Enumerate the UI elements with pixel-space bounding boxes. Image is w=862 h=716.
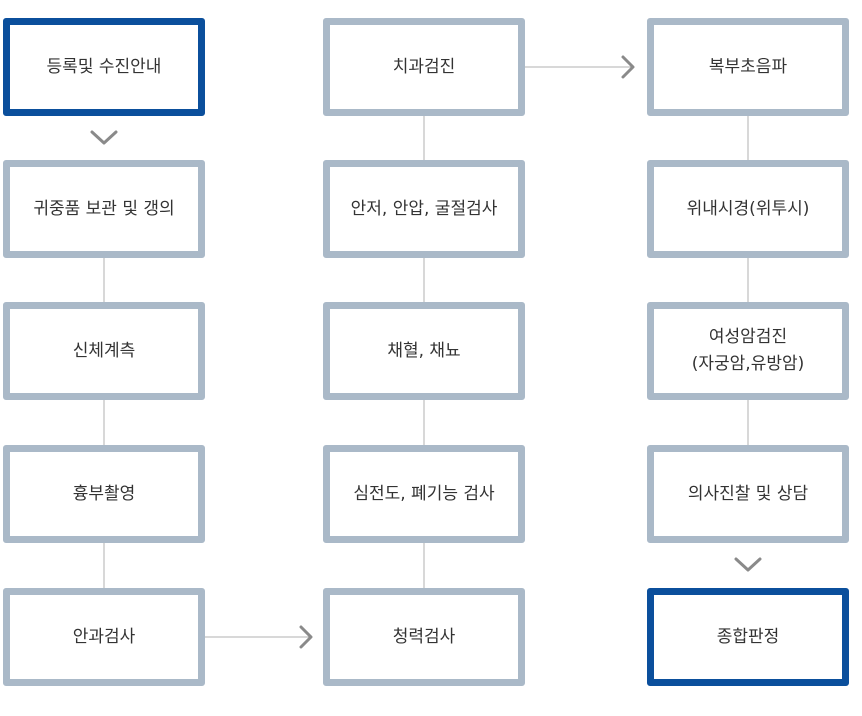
chevron-down-icon [90,130,118,145]
step-dental-exam: 치과검진 [323,18,525,116]
step-eye-exam: 안과검사 [3,588,205,686]
step-fundus-exam: 안저, 안압, 굴절검사 [323,160,525,258]
step-hearing-test: 청력검사 [323,588,525,686]
step-chest-xray: 흉부촬영 [3,445,205,543]
step-registration: 등록및 수진안내 [3,18,205,116]
step-final-assessment: 종합판정 [647,588,849,686]
chevron-right-icon [621,55,635,79]
chevron-down-icon [734,557,762,572]
step-body-measurement: 신체계측 [3,302,205,400]
step-ecg-lung: 심전도, 폐기능 검사 [323,445,525,543]
step-abdominal-ultrasound: 복부초음파 [647,18,849,116]
step-blood-urine: 채혈, 채뇨 [323,302,525,400]
step-doctor-consultation: 의사진찰 및 상담 [647,445,849,543]
step-gastroscopy: 위내시경(위투시) [647,160,849,258]
step-valuables-storage: 귀중품 보관 및 갱의 [3,160,205,258]
step-female-cancer-screening: 여성암검진 (자궁암,유방암) [647,302,849,400]
chevron-right-icon [299,625,313,649]
